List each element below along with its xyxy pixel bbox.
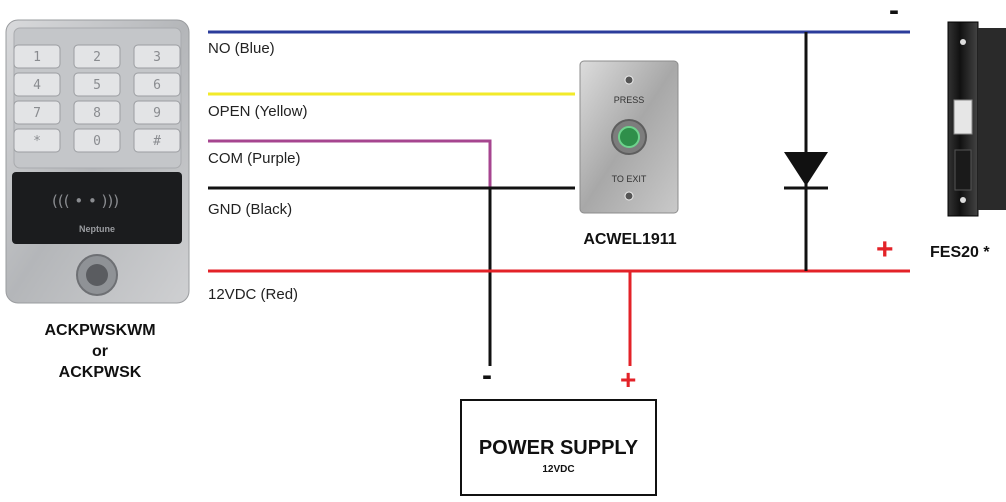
psu-minus-sign: - xyxy=(482,359,492,392)
strike-minus-sign: - xyxy=(889,0,899,27)
electric-strike-device xyxy=(947,21,1006,217)
keypad-model-label: ACKPWSKWM or ACKPWSK xyxy=(30,320,170,383)
keypad-key xyxy=(133,128,181,153)
keypad-key xyxy=(73,44,121,69)
power-supply-box: POWER SUPPLY 12VDC xyxy=(460,399,657,496)
wire-label-gnd: GND (Black) xyxy=(208,201,293,218)
keypad-key-label: * xyxy=(33,134,41,149)
black-wire xyxy=(208,186,575,366)
keypad-keys: 1 2 3 4 5 6 7 8 9 * 0 # xyxy=(13,44,181,153)
keypad-key xyxy=(73,72,121,97)
keypad-key-label: 7 xyxy=(33,106,41,121)
keypad-key xyxy=(73,100,121,125)
keypad-brand: Neptune xyxy=(79,224,115,234)
exit-button-bottom-text: TO EXIT xyxy=(612,174,647,184)
keypad-key-label: 1 xyxy=(33,50,41,65)
purple-wire xyxy=(208,139,492,188)
exit-button-model-label: ACWEL1911 xyxy=(583,231,677,248)
keypad-key-label: 6 xyxy=(153,78,161,93)
strike-plus-sign: + xyxy=(876,233,894,266)
power-supply-subtitle: 12VDC xyxy=(542,464,575,475)
keypad-key xyxy=(13,128,61,153)
keypad-key xyxy=(13,44,61,69)
wire-label-12vdc: 12VDC (Red) xyxy=(208,286,299,303)
keypad-key-label: 0 xyxy=(93,134,101,149)
keypad-key-label: 2 xyxy=(93,50,101,65)
keypad-model-line2: or xyxy=(92,343,108,360)
keypad-model-line3: ACKPWSK xyxy=(58,364,142,381)
keypad-key-label: 5 xyxy=(93,78,101,93)
keypad-key-label: # xyxy=(153,134,161,149)
wire-label-open: OPEN (Yellow) xyxy=(208,103,308,120)
keypad-key xyxy=(133,72,181,97)
keypad-key xyxy=(133,44,181,69)
power-supply-title: POWER SUPPLY xyxy=(478,437,639,459)
keypad-key xyxy=(13,100,61,125)
keypad-key-label: 9 xyxy=(153,106,161,121)
wire-label-com: COM (Purple) xyxy=(208,150,301,167)
exit-button-top-text: PRESS xyxy=(614,95,645,105)
keypad-device: 1 2 3 4 5 6 7 8 9 * 0 # ((( • • ))) Neptune xyxy=(5,19,190,304)
diode-symbol xyxy=(784,152,828,190)
keypad-key-label: 3 xyxy=(153,50,161,65)
keypad-key xyxy=(13,72,61,97)
keypad-key-label: 4 xyxy=(33,78,41,93)
keypad-key-label: 8 xyxy=(93,106,101,121)
rfid-wave-icon: ((( • • ))) xyxy=(52,192,119,210)
exit-button-device: PRESS TO EXIT xyxy=(579,60,679,214)
keypad-key xyxy=(73,128,121,153)
keypad-model-line1: ACKPWSKWM xyxy=(44,322,156,339)
red-wire xyxy=(208,269,910,366)
psu-plus-sign: + xyxy=(620,364,637,395)
wire-label-no: NO (Blue) xyxy=(208,40,275,57)
strike-model-label: FES20 * xyxy=(930,244,990,261)
keypad-key xyxy=(133,100,181,125)
